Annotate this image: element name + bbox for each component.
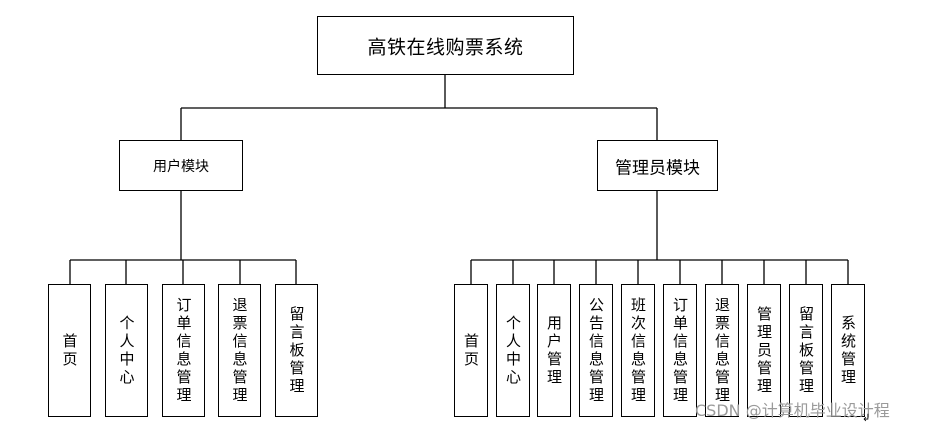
leaf-node: 首页 — [454, 284, 488, 417]
leaf-node: 系统管理 — [831, 284, 865, 417]
leaf-node: 订单信息管理 — [663, 284, 697, 417]
leaf-label: 系统管理 — [839, 314, 857, 387]
leaf-label: 订单信息管理 — [174, 296, 193, 405]
module-label-admin: 管理员模块 — [615, 158, 700, 178]
leaf-label: 班次信息管理 — [629, 296, 647, 405]
leaf-label: 个人中心 — [117, 314, 136, 387]
root-node: 高铁在线购票系统 — [317, 16, 574, 75]
leaf-node: 用户管理 — [537, 284, 571, 417]
module-node-admin: 管理员模块 — [597, 140, 718, 191]
leaf-label: 个人中心 — [504, 314, 522, 387]
root-label: 高铁在线购票系统 — [367, 36, 524, 58]
leaf-node: 班次信息管理 — [621, 284, 655, 417]
leaf-label: 退票信息管理 — [713, 296, 731, 405]
leaf-node: 留言板管理 — [275, 284, 318, 417]
leaf-node: 退票信息管理 — [705, 284, 739, 417]
leaf-label: 留言板管理 — [287, 305, 306, 396]
module-node-user: 用户模块 — [119, 140, 243, 191]
leaf-node: 退票信息管理 — [218, 284, 261, 417]
module-label-user: 用户模块 — [153, 158, 209, 175]
leaf-node: 管理员管理 — [747, 284, 781, 417]
csdn-watermark: CSDN @计算机毕业设计程 — [695, 401, 890, 420]
cursor-icon: ↲ — [862, 413, 871, 424]
leaf-label: 首页 — [60, 332, 79, 369]
leaf-node: 个人中心 — [105, 284, 148, 417]
leaf-label: 留言板管理 — [797, 305, 815, 396]
leaf-label: 公告信息管理 — [587, 296, 605, 405]
leaf-label: 用户管理 — [545, 314, 563, 387]
leaf-node: 公告信息管理 — [579, 284, 613, 417]
leaf-label: 首页 — [462, 332, 480, 369]
leaf-node: 订单信息管理 — [162, 284, 205, 417]
leaf-label: 管理员管理 — [755, 305, 773, 396]
leaf-label: 退票信息管理 — [230, 296, 249, 405]
leaf-node: 留言板管理 — [789, 284, 823, 417]
leaf-node: 个人中心 — [496, 284, 530, 417]
leaf-label: 订单信息管理 — [671, 296, 689, 405]
leaf-node: 首页 — [48, 284, 91, 417]
